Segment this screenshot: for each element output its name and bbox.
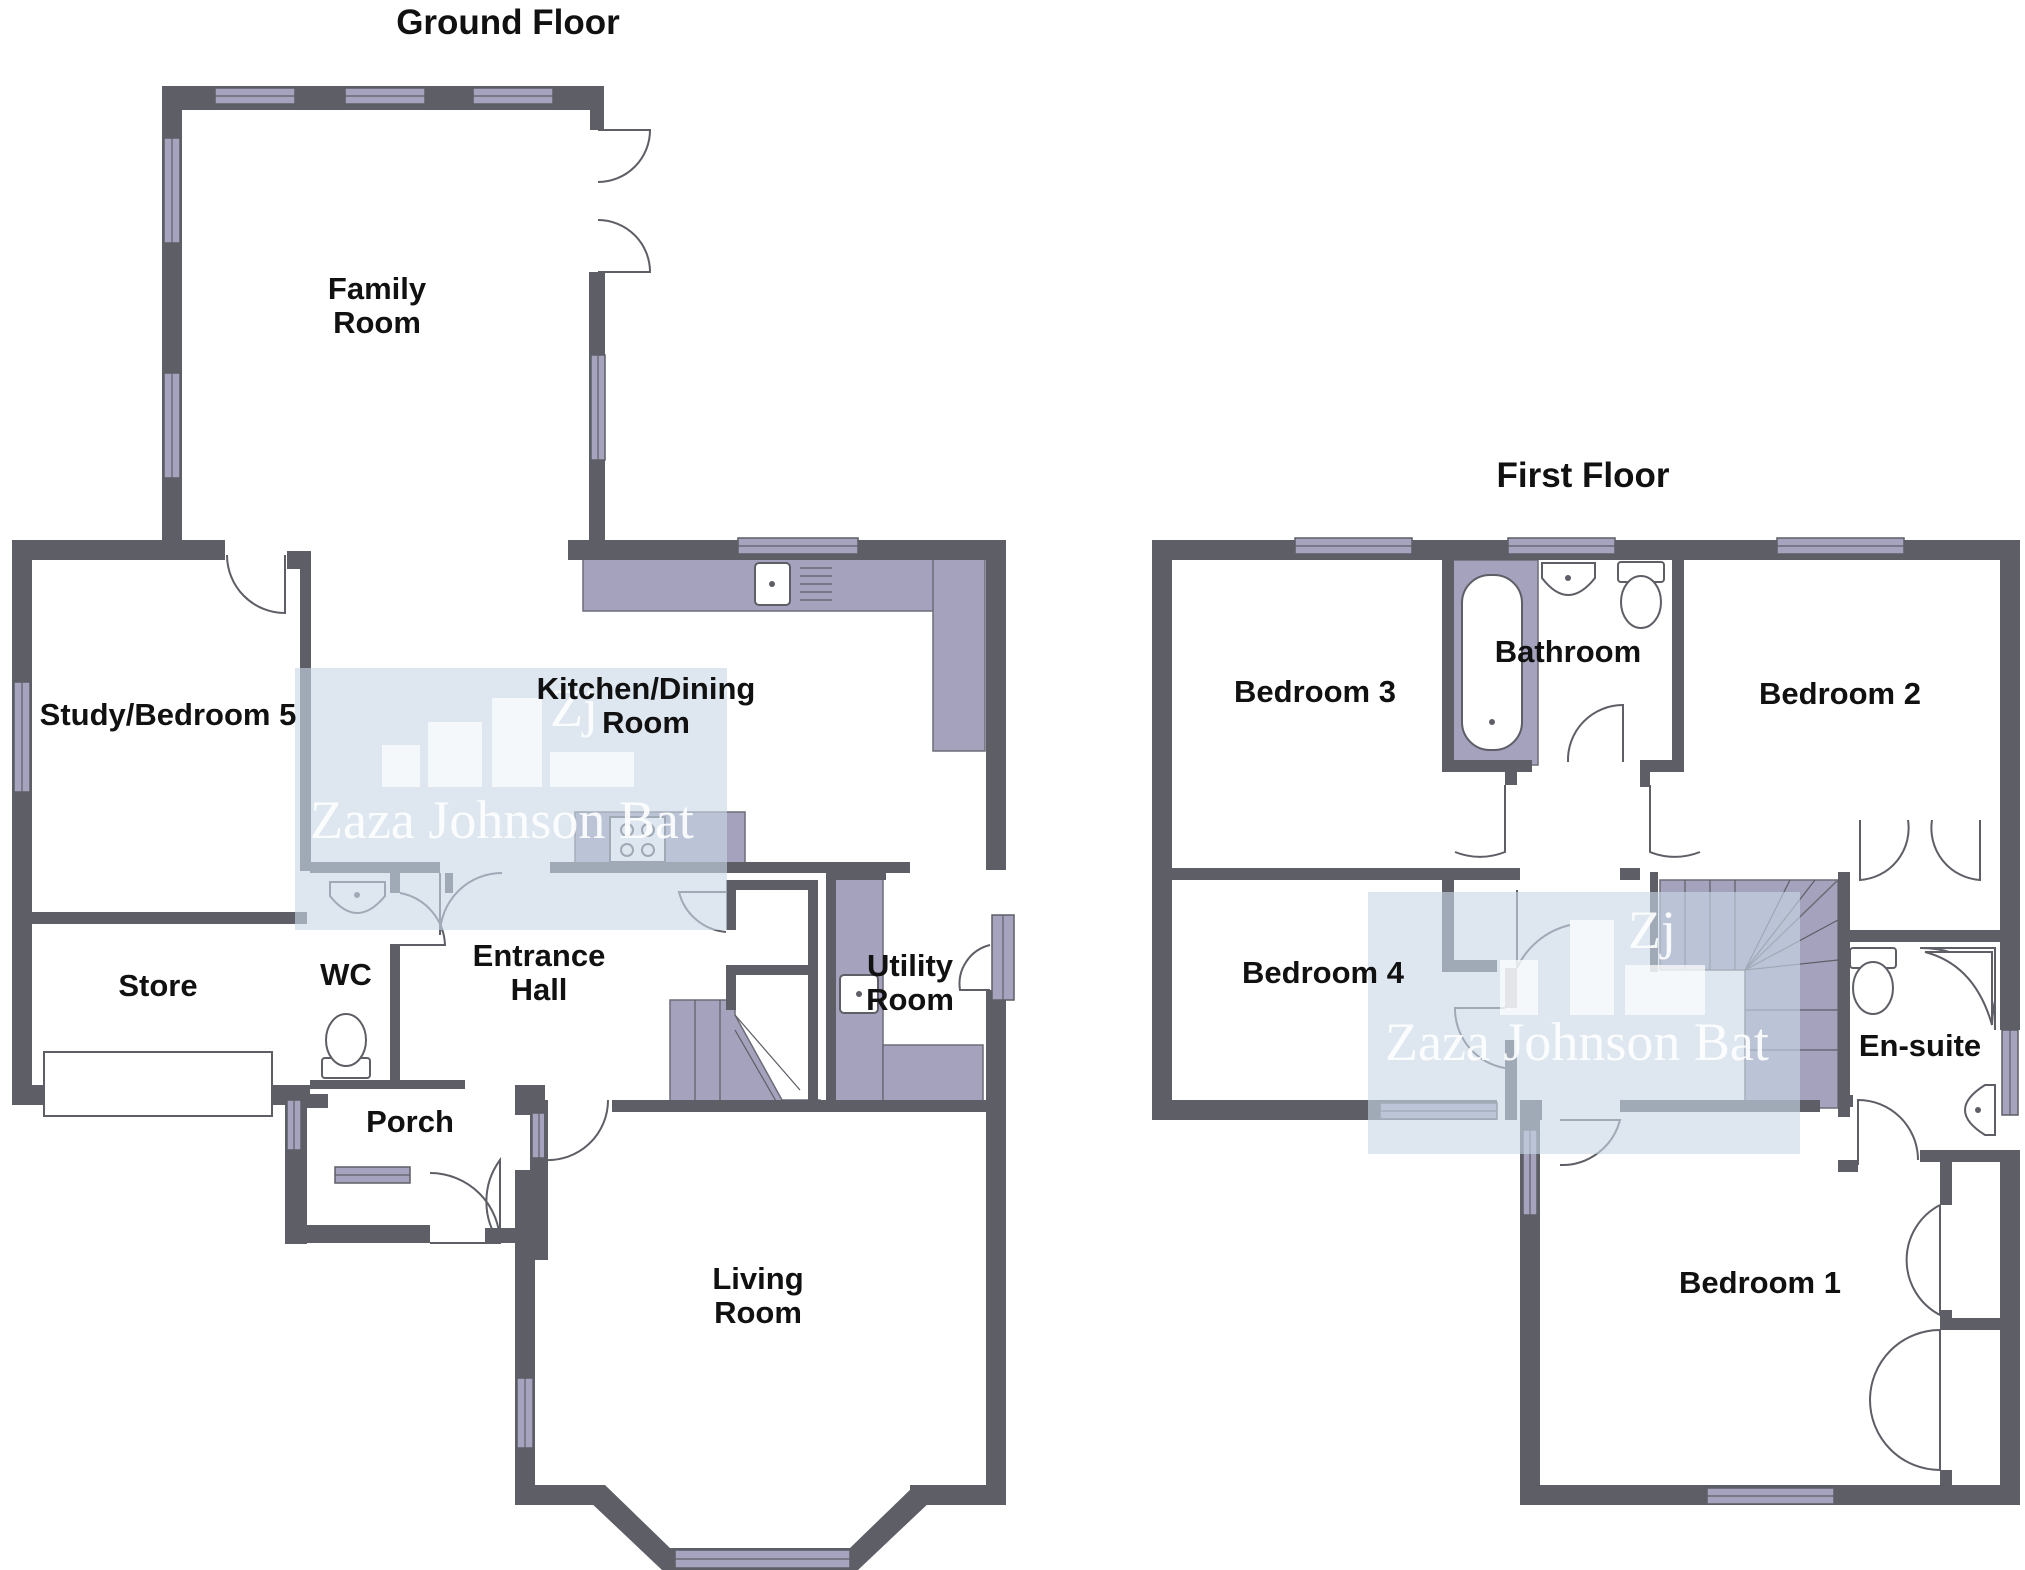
utility-sink (839, 974, 879, 1014)
bedroom-1-label: Bedroom 1 (1679, 1265, 1841, 1300)
hall-label: Entrance (473, 938, 606, 973)
bathroom-label: Bathroom (1495, 634, 1641, 669)
wc-toilet (321, 1013, 371, 1079)
watermark-text: Zaza Johnson Bat (310, 790, 694, 850)
store-label: Store (118, 968, 197, 1003)
ground-windows (13, 87, 1015, 1569)
bathroom-basin (1541, 562, 1596, 596)
watermark-mark: Zj (550, 678, 598, 738)
watermark: Zaza Johnson Bat Zj (295, 668, 727, 930)
bedroom-2-label: Bedroom 2 (1759, 676, 1921, 711)
living-room-label-2: Room (714, 1295, 802, 1330)
watermark-text-first: Zaza Johnson Bat (1385, 1012, 1769, 1072)
hall-label-2: Hall (511, 972, 568, 1007)
living-room-label: Living (712, 1261, 803, 1296)
watermark-first: Zaza Johnson Bat Zj (1368, 892, 1800, 1154)
ground-floor-plan: Zaza Johnson Bat Zj Ground Floor Family … (12, 3, 1015, 1570)
bedroom-4-label: Bedroom 4 (1242, 955, 1405, 990)
ensuite-label: En-suite (1859, 1028, 1981, 1063)
ensuite-toilet (1849, 947, 1897, 1015)
first-floor-plan: Zaza Johnson Bat Zj First Floor Bedroom … (1152, 456, 2020, 1505)
kitchen-label: Kitchen/Dining (537, 671, 756, 706)
watermark-mark-first: Zj (1628, 900, 1676, 960)
ensuite-basin (1964, 1084, 1996, 1136)
first-floor-title: First Floor (1496, 456, 1669, 495)
kitchen-label-2: Room (602, 705, 690, 740)
family-room-label-2: Room (333, 305, 421, 340)
utility-label-2: Room (866, 982, 954, 1017)
kitchen-sink (754, 562, 832, 606)
ground-floor-title: Ground Floor (396, 3, 620, 42)
ground-staircase (669, 999, 821, 1109)
wc-label: WC (320, 957, 372, 992)
study-label: Study/Bedroom 5 (40, 697, 297, 732)
family-room-label: Family (328, 271, 427, 306)
bedroom-3-label: Bedroom 3 (1234, 674, 1396, 709)
first-doors (1453, 703, 1981, 1472)
utility-label: Utility (867, 948, 954, 983)
bathroom-toilet (1617, 561, 1665, 629)
shower-icon (1919, 947, 1996, 1031)
porch-label: Porch (366, 1104, 454, 1139)
store-cabinet (43, 1051, 273, 1117)
